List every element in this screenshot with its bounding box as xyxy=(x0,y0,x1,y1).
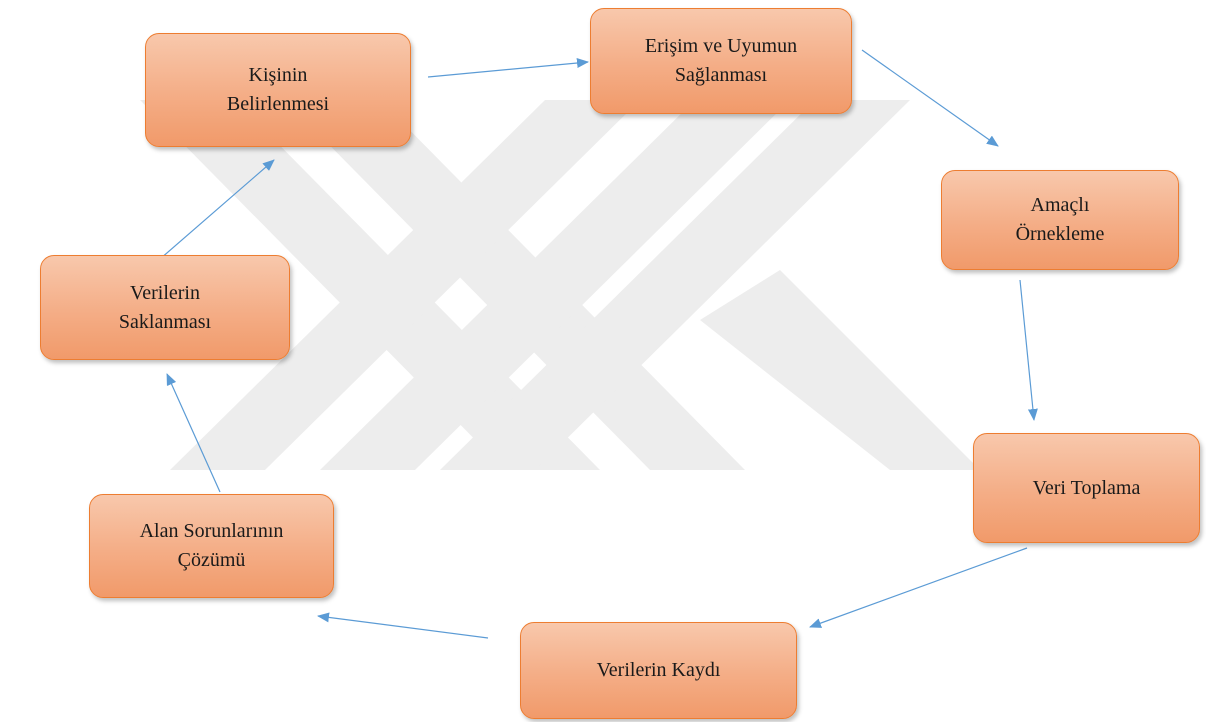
node-amacli-ornekleme: Amaçlı Örnekleme xyxy=(941,170,1179,270)
watermark-stripe xyxy=(320,100,790,470)
node-label-line2: Sağlanması xyxy=(674,64,768,86)
node-label-line2: Belirlenmesi xyxy=(226,93,330,115)
node-label-line1: Veri Toplama xyxy=(1032,476,1141,499)
node-label-line1: Verilerin Kaydı xyxy=(596,659,721,681)
arrow-veri-to-kayit xyxy=(809,547,1028,628)
arrow-kayit-to-alan xyxy=(317,612,489,639)
node-label-line1: Kişinin xyxy=(248,64,308,86)
arrow-erisim-to-amacli xyxy=(861,49,999,147)
watermark-stripe xyxy=(170,100,640,470)
node-veri-toplama: Veri Toplama xyxy=(973,433,1200,543)
node-label-line2: Saklanması xyxy=(118,310,212,333)
node-verilerin-saklanmasi: Verilerin Saklanması xyxy=(40,255,290,360)
arrow-kisinin-to-erisim xyxy=(427,58,589,78)
node-label-line2: Örnekleme xyxy=(1015,223,1105,245)
watermark-stripe xyxy=(700,270,980,470)
watermark-stripe xyxy=(440,100,910,470)
node-kisinin-belirlenmesi: Kişinin Belirlenmesi xyxy=(145,33,411,147)
node-label-line1: Amaçlı xyxy=(1030,194,1090,216)
node-verilerin-kaydi: Verilerin Kaydı xyxy=(520,622,797,719)
node-erisim-ve-uyumun-saglanmasi: Erişim ve Uyumun Sağlanması xyxy=(590,8,852,114)
node-label-line2: Çözümü xyxy=(177,549,246,571)
arrow-saklanma-to-kisinin xyxy=(159,159,275,260)
node-label-line1: Alan Sorunlarının xyxy=(139,520,284,542)
node-label-line1: Erişim ve Uyumun xyxy=(644,35,798,57)
node-alan-sorunlarinin-cozumu: Alan Sorunlarının Çözümü xyxy=(89,494,334,598)
arrow-amacli-to-veri xyxy=(1019,279,1038,421)
arrow-alan-to-saklanma xyxy=(166,373,221,493)
node-label-line1: Verilerin xyxy=(130,281,200,304)
